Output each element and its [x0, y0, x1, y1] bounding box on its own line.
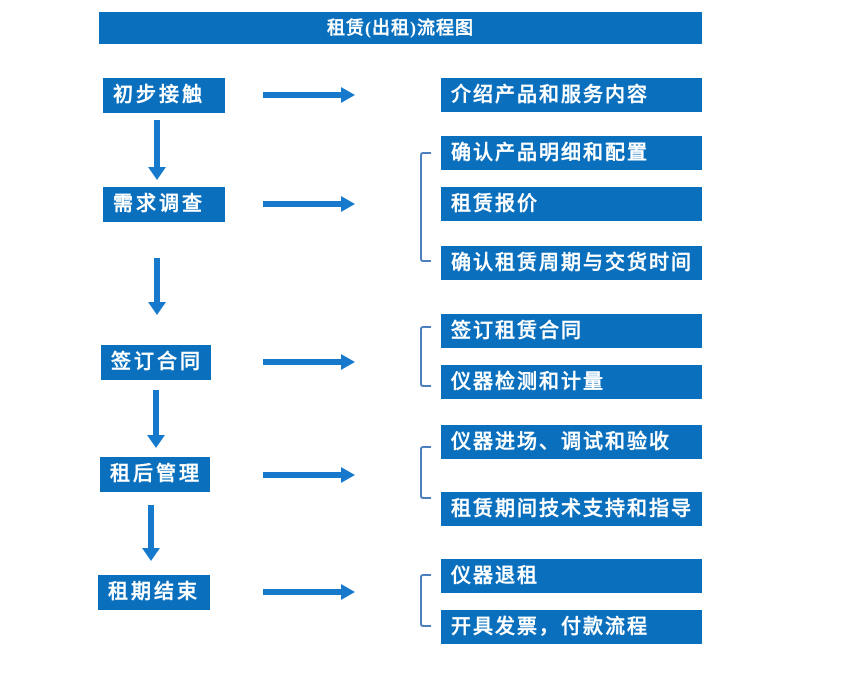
stage-rental-end: 租期结束 — [98, 575, 210, 610]
arrow-down-1-icon — [148, 120, 166, 180]
diagram-title: 租赁(出租)流程图 — [99, 12, 702, 44]
arrow-right-4-icon — [263, 467, 355, 483]
arrow-down-4-icon — [142, 505, 160, 561]
stage-initial-contact: 初步接触 — [103, 78, 225, 113]
arrow-down-2-icon — [148, 258, 166, 315]
output-sign-rental-contract: 签订租赁合同 — [441, 314, 702, 348]
output-confirm-product-details: 确认产品明细和配置 — [441, 136, 702, 170]
output-instrument-testing: 仪器检测和计量 — [441, 365, 702, 399]
group-bracket-contract-signing — [420, 326, 431, 387]
output-rental-quotation: 租赁报价 — [441, 187, 702, 221]
output-introduce-products: 介绍产品和服务内容 — [441, 78, 702, 112]
arrow-right-5-icon — [263, 584, 355, 600]
arrow-right-1-icon — [263, 87, 355, 103]
stage-contract-signing: 签订合同 — [101, 345, 211, 380]
stage-requirement-survey: 需求调查 — [103, 187, 225, 222]
group-bracket-requirement-survey — [420, 152, 431, 262]
group-bracket-rental-end — [420, 574, 431, 627]
output-instrument-return: 仪器退租 — [441, 559, 702, 593]
output-invoice-payment: 开具发票，付款流程 — [441, 610, 702, 644]
output-confirm-rental-period: 确认租赁周期与交货时间 — [441, 246, 702, 280]
stage-post-rental-management: 租后管理 — [100, 457, 210, 492]
group-bracket-post-rental — [420, 446, 431, 499]
arrow-right-2-icon — [263, 196, 355, 212]
output-tech-support: 租赁期间技术支持和指导 — [441, 492, 702, 526]
output-instrument-setup: 仪器进场、调试和验收 — [441, 425, 702, 459]
arrow-down-3-icon — [147, 390, 165, 448]
arrow-right-3-icon — [263, 354, 355, 370]
